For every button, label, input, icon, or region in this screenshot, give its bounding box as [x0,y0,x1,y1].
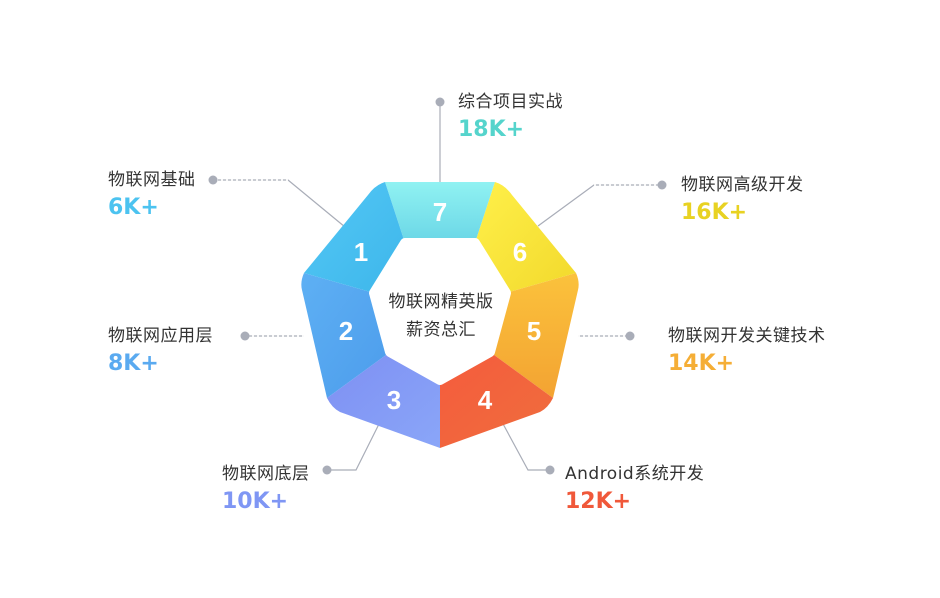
label-6-salary: 16K+ [681,200,748,225]
label-7-name: 综合项目实战 [458,92,563,112]
label-2-salary: 8K+ [108,351,159,376]
center-hole [369,238,511,385]
connector-dashes [216,179,658,337]
label-5-name: 物联网开发关键技术 [668,326,826,346]
label-3: 物联网底层 10K+ [222,463,310,517]
segment-numbers: 7 6 1 2 5 3 4 [339,197,541,415]
label-6-name: 物联网高级开发 [681,175,804,195]
label-1-name: 物联网基础 [108,170,196,190]
connector-dots [208,97,667,475]
label-4: Android系统开发 12K+ [565,463,704,517]
label-7-salary: 18K+ [458,117,525,142]
center-title-line2: 薪资总汇 [406,320,476,340]
label-4-salary: 12K+ [565,489,632,514]
label-3-name: 物联网底层 [222,464,310,484]
label-4-name: Android系统开发 [565,464,705,484]
label-1-salary: 6K+ [108,195,159,220]
segment-1 [304,182,405,293]
segment-6 [475,182,576,293]
label-2: 物联网应用层 8K+ [108,325,213,379]
segment-2 [301,273,390,398]
segment-num-2: 2 [339,316,353,346]
segment-7 [385,182,495,243]
connector-6 [537,184,658,227]
connector-1 [216,179,346,228]
segment-num-7: 7 [433,197,447,227]
connector-3 [330,421,381,471]
label-7: 综合项目实战 18K+ [458,91,563,145]
label-5: 物联网开发关键技术 14K+ [668,325,826,379]
segment-num-6: 6 [513,237,527,267]
segment-5 [490,273,579,398]
center-title-line1: 物联网精英版 [388,292,494,312]
segment-4 [440,352,553,448]
label-6: 物联网高级开发 16K+ [681,174,804,228]
segment-num-3: 3 [387,385,401,415]
label-5-salary: 14K+ [668,351,735,376]
segment-3 [327,352,440,448]
label-3-salary: 10K+ [222,489,289,514]
segment-num-4: 4 [478,385,493,415]
connector-4 [501,421,547,471]
segment-num-5: 5 [527,316,541,346]
center-title: 物联网精英版 薪资总汇 [368,288,514,344]
ring [301,182,579,448]
label-2-name: 物联网应用层 [108,326,213,346]
label-1: 物联网基础 6K+ [108,169,196,223]
segment-num-1: 1 [354,237,368,267]
